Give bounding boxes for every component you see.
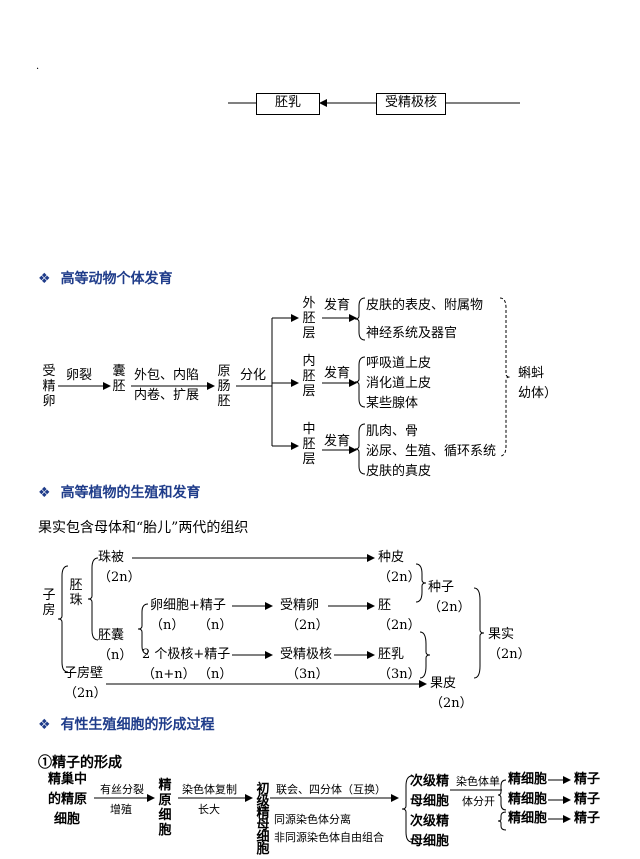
pericarp-ploidy: （2n） — [430, 696, 473, 711]
spermatid-label: 精细胞 — [508, 811, 548, 826]
integument-ploidy: （2n） — [98, 570, 141, 585]
origin-line: 细胞 — [54, 812, 81, 827]
meso-item: 皮肤的真皮 — [366, 464, 432, 479]
diamond-bullet-icon: ❖ — [38, 717, 51, 733]
ovary-wall-ploidy: （2n） — [64, 686, 107, 701]
pericarp-label: 果皮 — [430, 676, 457, 691]
origin-line: 的精原 — [48, 792, 88, 807]
primary-spermatocyte-label: 初级精母细胞 — [256, 782, 270, 857]
egg-sperm-label: 卵细胞+精子 — [150, 598, 226, 613]
gastrula-label: 原肠胚 — [217, 364, 231, 409]
fruit-label: 果实 — [488, 627, 515, 642]
wrap1-label: 外包、内陷 — [134, 368, 200, 383]
zygote-ploidy: （2n） — [286, 618, 329, 633]
chrom-single-label: 染色体单 — [456, 775, 500, 788]
synapsis-label: 联会、四分体（互换） — [276, 783, 386, 796]
endo-item: 呼吸道上皮 — [366, 356, 432, 371]
diamond-bullet-icon: ❖ — [38, 271, 51, 287]
dev-label-3: 发育 — [324, 434, 351, 449]
origin-line: 精巢中 — [48, 772, 88, 787]
endosperm-ploidy: （3n） — [378, 667, 421, 682]
chrom-split-label: 体分开 — [462, 795, 495, 808]
spermatid-label: 精细胞 — [508, 772, 548, 787]
ovule-label: 胚珠 — [69, 578, 83, 608]
integument-label: 珠被 — [98, 550, 125, 565]
endosperm-label: 胚乳 — [378, 647, 405, 662]
blastula-label: 囊胚 — [112, 364, 126, 394]
diamond-bullet-icon: ❖ — [38, 485, 51, 501]
meso-item: 肌肉、骨 — [366, 424, 419, 439]
secondary-spermatocyte-1: 次级精母细胞 — [410, 774, 450, 809]
ectoderm-label: 外胚层 — [302, 296, 316, 341]
egg-ploidy: （n） — [150, 618, 185, 633]
spermatogonium-label: 精原细胞 — [158, 778, 172, 838]
sperm-label: 精子 — [574, 792, 601, 807]
seed-label: 种子 — [428, 580, 455, 595]
seed-coat-ploidy: （2n） — [378, 570, 421, 585]
dev-label-2: 发育 — [324, 366, 351, 381]
sperm-ploidy: （n） — [198, 618, 233, 633]
replicate-label: 染色体复制 — [182, 783, 237, 796]
ovary-wall-label: 子房壁 — [64, 666, 104, 681]
zygote-plant-label: 受精卵 — [280, 598, 320, 613]
fert-polar-ploidy: （3n） — [286, 667, 329, 682]
section-animal-title: ❖高等动物个体发育 — [38, 271, 173, 287]
endo-item: 某些腺体 — [366, 396, 419, 411]
mitosis-label: 有丝分裂 — [100, 783, 144, 796]
spermatid-label: 精细胞 — [508, 792, 548, 807]
proliferate-label: 增殖 — [110, 803, 132, 816]
separation-label-2: 非同源染色体自由组合 — [274, 831, 384, 844]
section-plant-title: ❖高等植物的生殖和发育 — [38, 485, 201, 501]
endo-item: 消化道上皮 — [366, 376, 432, 391]
ecto-item: 皮肤的表皮、附属物 — [366, 298, 484, 313]
polar-ploidy: （n+n） — [142, 667, 196, 682]
embryo-ploidy: （2n） — [378, 618, 421, 633]
ovary-label: 子房 — [42, 588, 56, 618]
larva-label-2: 幼体） — [518, 386, 558, 401]
secondary-spermatocyte-2: 次级精母细胞 — [410, 814, 450, 849]
mesoderm-label: 中胚层 — [302, 422, 316, 467]
embryo-sac-ploidy: （n） — [98, 648, 133, 663]
fert-polar-label: 受精极核 — [280, 647, 333, 662]
plant-intro-text: 果实包含母体和“胎儿”两代的组织 — [38, 520, 249, 536]
dev-label-1: 发育 — [324, 298, 351, 313]
fertilized-polar-box: 受精极核 — [376, 93, 446, 115]
larva-label-1: 蝌蚪 — [518, 366, 545, 381]
meso-item: 泌尿、生殖、循环系统 — [366, 444, 497, 459]
stray-dot: · — [36, 64, 40, 75]
sperm-label: 精子 — [574, 772, 601, 787]
grow-label: 长大 — [198, 803, 220, 816]
ecto-item: 神经系统及器官 — [366, 326, 458, 341]
seed-coat-label: 种皮 — [378, 550, 405, 565]
endosperm-box: 胚乳 — [256, 93, 320, 115]
embryo-sac-label: 胚囊 — [98, 628, 125, 643]
separation-label-1: 同源染色体分离 — [274, 813, 351, 826]
sperm-label: 精子 — [574, 811, 601, 826]
differentiate-label: 分化 — [240, 368, 267, 383]
polar-sperm-label: 2 个极核+精子 — [142, 647, 231, 662]
sperm2-ploidy: （n） — [198, 667, 233, 682]
fruit-ploidy: （2n） — [488, 647, 531, 662]
section-gamete-title: ❖有性生殖细胞的形成过程 — [38, 717, 215, 733]
wrap2-label: 内卷、扩展 — [134, 388, 200, 403]
seed-ploidy: （2n） — [428, 600, 471, 615]
zygote-label: 受精卵 — [42, 364, 56, 409]
sperm-formation-subtitle: ①精子的形成 — [38, 755, 122, 771]
endoderm-label: 内胚层 — [302, 354, 316, 399]
embryo-label: 胚 — [378, 598, 392, 613]
cleavage-label: 卵裂 — [66, 368, 93, 383]
